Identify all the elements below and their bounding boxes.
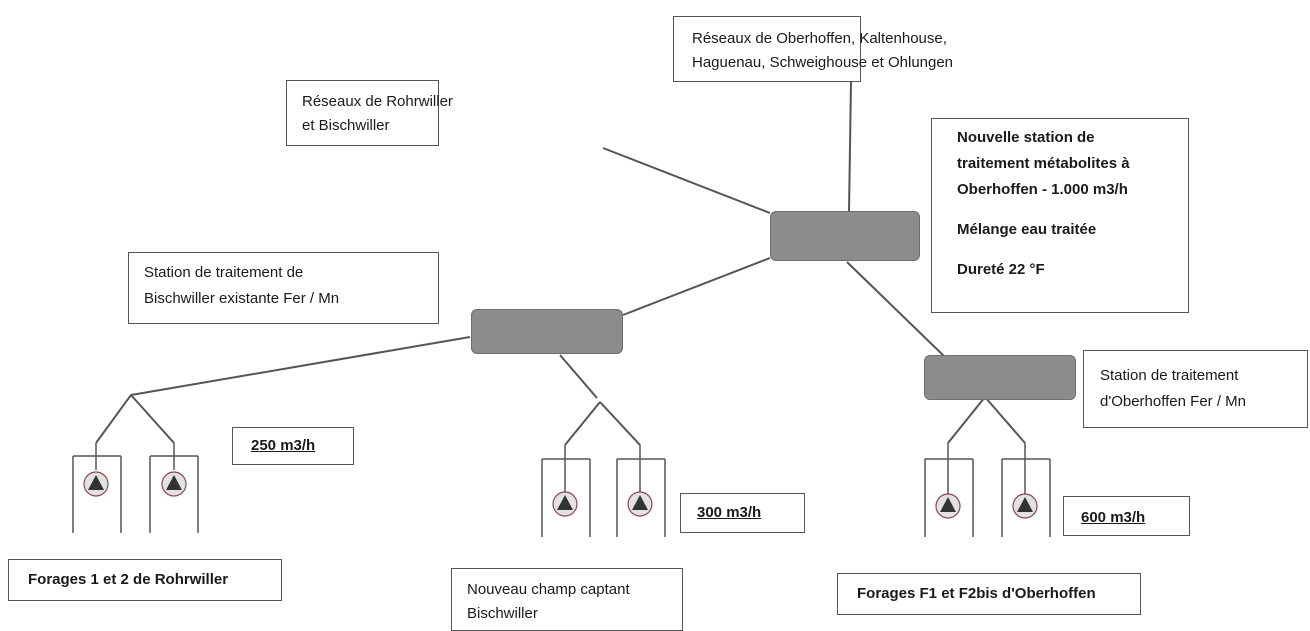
oberhoffen-station-note-line-2: d'Oberhoffen Fer / Mn xyxy=(1100,393,1246,410)
bischwiller-existing-station xyxy=(471,309,623,354)
oberhoffen-station xyxy=(924,355,1076,400)
network-north-line-1: Réseaux de Oberhoffen, Kaltenhouse, xyxy=(692,30,947,47)
oberhoffen-station-note-line-1: Station de traitement xyxy=(1100,367,1239,384)
flow-bischwiller: 300 m3/h xyxy=(697,504,762,521)
pump-well-bischwiller-1 xyxy=(541,445,591,537)
pump-well-rohrwiller-2 xyxy=(149,443,199,533)
new-station-note: Nouvelle station de traitement métabolit… xyxy=(957,125,1187,283)
network-north-box xyxy=(673,16,861,82)
wells-oberhoffen-label: Forages F1 et F2bis d'Oberhoffen xyxy=(857,585,1096,602)
flow-bischwiller-box xyxy=(680,493,805,533)
new-station-mix: Mélange eau traitée xyxy=(957,221,1097,238)
pump-icon xyxy=(83,471,109,497)
wells-rohrwiller-label: Forages 1 et 2 de Rohrwiller xyxy=(28,571,229,588)
pump-icon xyxy=(552,491,578,517)
pump-well-oberhoffen-2 xyxy=(1001,443,1051,537)
network-west-box xyxy=(286,80,439,146)
wells-bischwiller-label: Nouveau champ captant Bischwiller xyxy=(467,578,677,626)
wells-oberhoffen-box xyxy=(837,573,1141,615)
new-station-note-line-2: traitement métabolites à xyxy=(957,155,1130,172)
bischwiller-station-note-line-2: Bischwiller existante Fer / Mn xyxy=(144,290,340,307)
network-west-line-1: Réseaux de Rohrwiller xyxy=(302,93,453,110)
pump-well-bischwiller-2 xyxy=(616,445,666,537)
new-metabolite-station xyxy=(770,211,920,261)
flow-rohrwiller-box xyxy=(232,427,354,465)
pump-well-rohrwiller-1 xyxy=(72,443,122,533)
new-station-hardness: Dureté 22 °F xyxy=(957,261,1045,278)
oberhoffen-station-note: Station de traitement d'Oberhoffen Fer /… xyxy=(1100,363,1310,415)
bischwiller-station-note-box xyxy=(128,252,439,324)
wells-bischwiller-line-2: Bischwiller xyxy=(467,605,538,622)
wells-bischwiller-line-1: Nouveau champ captant xyxy=(467,581,630,598)
pump-well-oberhoffen-1 xyxy=(924,443,974,537)
wells-rohrwiller-box xyxy=(8,559,282,601)
bischwiller-station-note: Station de traitement de Bischwiller exi… xyxy=(144,260,434,312)
flow-oberhoffen-box xyxy=(1063,496,1190,536)
network-north-label: Réseaux de Oberhoffen, Kaltenhouse, Hagu… xyxy=(692,27,1072,75)
flow-oberhoffen: 600 m3/h xyxy=(1081,509,1146,526)
new-station-note-line-1: Nouvelle station de xyxy=(957,129,1095,146)
pump-icon xyxy=(161,471,187,497)
pump-icon xyxy=(1012,493,1038,519)
network-west-label: Réseaux de Rohrwiller et Bischwiller xyxy=(302,90,512,138)
new-station-note-line-3: Oberhoffen - 1.000 m3/h xyxy=(957,181,1128,198)
pump-icon xyxy=(627,491,653,517)
pump-icon xyxy=(935,493,961,519)
pump-symbols xyxy=(83,471,1038,519)
bischwiller-station-note-line-1: Station de traitement de xyxy=(144,264,304,281)
flow-rohrwiller: 250 m3/h xyxy=(251,437,316,454)
network-north-line-2: Haguenau, Schweighouse et Ohlungen xyxy=(692,54,954,71)
network-west-line-2: et Bischwiller xyxy=(302,117,390,134)
new-station-note-box xyxy=(931,118,1189,313)
oberhoffen-station-note-box xyxy=(1083,350,1308,428)
